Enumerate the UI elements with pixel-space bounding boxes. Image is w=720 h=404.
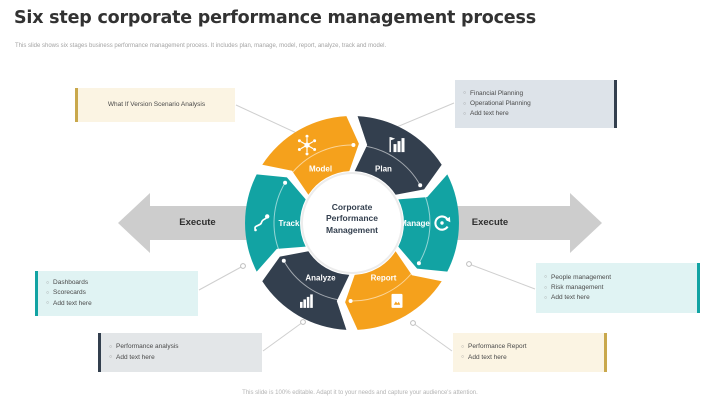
- segment-arc: [350, 270, 414, 302]
- segment-label-plan: Plan: [375, 164, 392, 173]
- route-pin-icon: [254, 214, 270, 232]
- callout-item-text: Performance Report: [468, 343, 527, 351]
- segment-dot: [416, 261, 421, 266]
- bullet-icon: ○: [109, 343, 113, 350]
- callout-item: ○Performance Report: [461, 342, 527, 352]
- callout-item: ○Operational Planning: [463, 99, 531, 109]
- callout-item-text: Add text here: [468, 353, 507, 361]
- callout-item: ○Add text here: [109, 353, 179, 363]
- callout-item-text: Add text here: [116, 353, 155, 361]
- segment-arc: [283, 260, 342, 301]
- callout-plan-notes: ○Financial Planning○Operational Planning…: [455, 80, 617, 128]
- connector-line: [235, 104, 304, 137]
- callout-item: ○Risk management: [544, 283, 611, 293]
- segment-report: [345, 251, 442, 330]
- segment-label-report: Report: [371, 274, 397, 283]
- callout-item: ○Add text here: [463, 109, 531, 119]
- callout-report-notes: ○Performance Report○Add text here: [453, 333, 607, 372]
- callout-item: ○Add text here: [46, 299, 92, 309]
- center-title: Corporate Performance Management: [326, 202, 378, 235]
- bullet-icon: ○: [109, 354, 113, 361]
- segment-manage: [398, 174, 459, 272]
- execute-arrow-left: [118, 193, 280, 253]
- bullet-icon: ○: [46, 279, 50, 286]
- report-document-icon: [391, 293, 403, 308]
- sync-arrows-icon: [434, 215, 451, 231]
- segment-track: [245, 174, 306, 272]
- bullet-icon: ○: [544, 294, 548, 301]
- callout-item: ○People management: [544, 273, 611, 283]
- callout-item-text: People management: [551, 273, 612, 281]
- callout-item-text: Operational Planning: [470, 99, 531, 107]
- bullet-icon: ○: [463, 90, 467, 97]
- callout-item: ○Add text here: [544, 293, 611, 303]
- segment-dot: [283, 180, 288, 185]
- bullet-icon: ○: [544, 284, 548, 291]
- callout-what-if: What If Version Scenario Analysis: [75, 88, 235, 122]
- segment-dot: [418, 183, 423, 188]
- segment-arc: [273, 182, 286, 253]
- callout-item-text: Scorecards: [53, 289, 86, 297]
- callout-manage-notes: ○People management○Risk management○Add t…: [536, 263, 700, 313]
- connector-dot: [466, 261, 472, 267]
- segment-dot: [351, 143, 356, 147]
- bullet-icon: ○: [46, 300, 50, 307]
- center-hub-circle: [301, 172, 403, 274]
- callout-item-text: Risk management: [551, 283, 604, 291]
- connector-line: [412, 322, 453, 352]
- segment-label-analyze: Analyze: [305, 274, 336, 283]
- bar-chart-flag-icon: [389, 137, 405, 153]
- callout-item-text: Performance analysis: [116, 343, 179, 351]
- segment-plan: [354, 116, 442, 195]
- segment-label-model: Model: [309, 164, 332, 173]
- callout-item: ○Performance analysis: [109, 342, 179, 352]
- segment-label-manage: Manage: [400, 219, 430, 228]
- callout-item-text: Add text here: [470, 110, 509, 118]
- callout-item: ○Financial Planning: [463, 89, 531, 99]
- bullet-icon: ○: [461, 354, 465, 361]
- segment-arc: [418, 193, 431, 264]
- bullet-icon: ○: [544, 274, 548, 281]
- segment-label-track: Track: [279, 219, 300, 228]
- footer-note: This slide is 100% editable. Adapt it to…: [242, 390, 478, 396]
- callout-item: What If Version Scenario Analysis: [108, 100, 205, 110]
- connector-line: [198, 265, 244, 291]
- execute-left-label: Execute: [179, 217, 216, 228]
- slide-title: Six step corporate performance managemen…: [14, 8, 536, 28]
- segment-dot: [348, 299, 353, 303]
- network-hub-icon: [297, 134, 317, 156]
- segment-arc: [362, 145, 421, 186]
- callout-item-text: Dashboards: [53, 279, 89, 287]
- callout-analyze-notes: ○Performance analysis○Add text here: [98, 333, 262, 372]
- segment-model: [262, 116, 359, 195]
- bullet-icon: ○: [461, 343, 465, 350]
- slide-subtitle: This slide shows six stages business per…: [15, 43, 387, 49]
- execute-arrow-right: [430, 193, 602, 253]
- connector-line: [391, 102, 455, 130]
- connector-dot: [300, 319, 306, 325]
- callout-item-text: Add text here: [551, 294, 590, 302]
- callout-item-text: Add text here: [53, 299, 92, 307]
- bullet-icon: ○: [46, 290, 50, 296]
- analytics-bars-icon: [300, 294, 313, 308]
- connector-line: [468, 263, 536, 290]
- callout-item: ○Scorecards: [46, 288, 92, 298]
- segment-dot: [281, 258, 286, 263]
- callout-item: ○Dashboards: [46, 278, 92, 288]
- segment-analyze: [262, 251, 350, 330]
- connector-line: [262, 321, 304, 352]
- execute-right-label: Execute: [471, 217, 509, 228]
- connector-dot: [410, 320, 416, 326]
- callout-track-notes: ○Dashboards○Scorecards○Add text here: [35, 271, 198, 316]
- callout-item: ○Add text here: [461, 353, 527, 363]
- bullet-icon: ○: [463, 110, 467, 117]
- callout-item-text: Financial Planning: [470, 89, 524, 97]
- callout-item-text: What If Version Scenario Analysis: [107, 100, 206, 108]
- bullet-icon: ○: [463, 100, 467, 107]
- connector-dot: [240, 263, 246, 269]
- segment-arc: [290, 144, 354, 176]
